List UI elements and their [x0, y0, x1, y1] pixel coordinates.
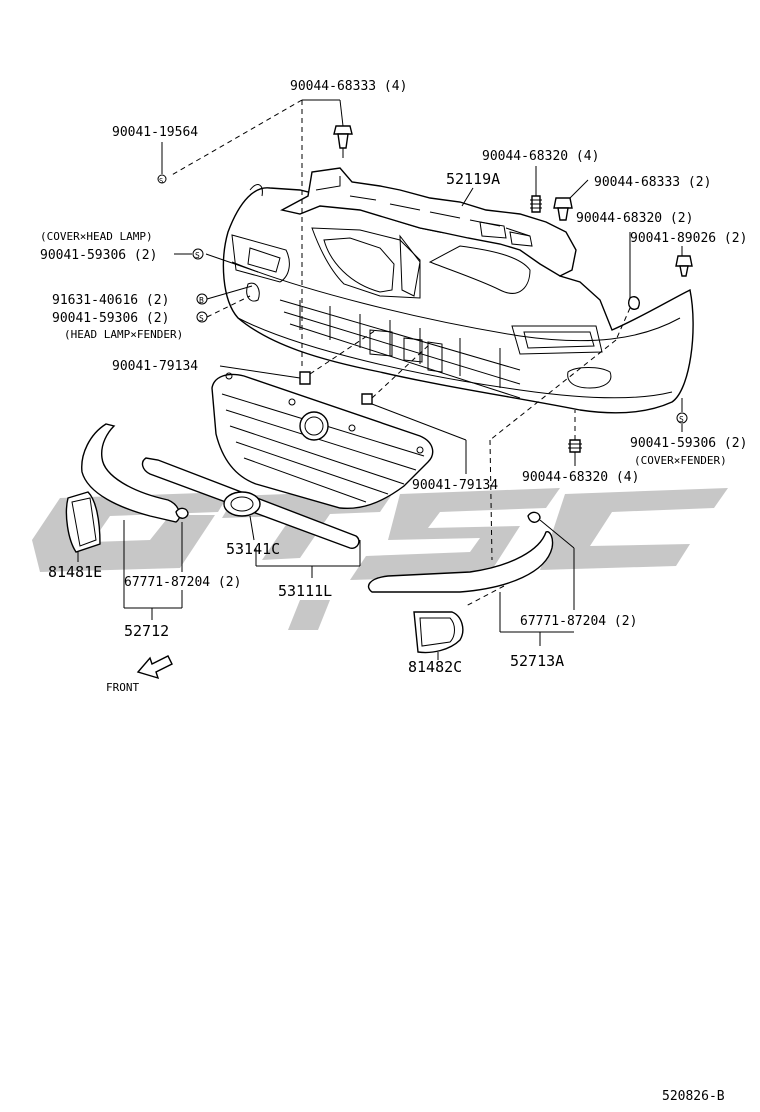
- bumper-molding-right-52713a: [367, 531, 554, 593]
- label-front: FRONT: [106, 681, 139, 694]
- label-90041-59306-2-a: 90041-59306 (2): [40, 248, 157, 263]
- label-90041-89026-2: 90041-89026 (2): [630, 231, 747, 246]
- note-head-lamp-fender: (HEAD LAMP×FENDER): [64, 328, 183, 341]
- leader-lines: [77, 99, 683, 660]
- fasteners: [157, 125, 693, 523]
- note-cover-fender: (COVER×FENDER): [634, 454, 727, 467]
- bumper-reinforcement-52119a: [280, 167, 577, 297]
- part-labels: 90044-68333 (4) 90041-19564 90044-68320 …: [40, 79, 747, 1104]
- diagram-id: 520826-B: [662, 1089, 725, 1104]
- label-67771-87204-2-b: 67771-87204 (2): [520, 614, 637, 629]
- reflector-left-81481e: [65, 491, 101, 553]
- label-53111l: 53111L: [278, 582, 332, 600]
- label-90044-68320-4-bot: 90044-68320 (4): [522, 470, 639, 485]
- label-90044-68333-2: 90044-68333 (2): [594, 175, 711, 190]
- label-90044-68333-4: 90044-68333 (4): [290, 79, 407, 94]
- front-direction-arrow-icon: [136, 655, 173, 680]
- symbol-s-icon: S: [195, 251, 200, 260]
- label-81482c: 81482C: [408, 658, 462, 676]
- radiator-grille-53111l: [211, 372, 434, 510]
- label-81481e: 81481E: [48, 563, 102, 581]
- label-52713a: 52713A: [510, 652, 564, 670]
- symbol-b-icon: B: [199, 296, 204, 305]
- grille-molding-53141c: [141, 457, 360, 549]
- note-cover-head-lamp: (COVER×HEAD LAMP): [40, 230, 153, 243]
- label-90041-59306-2-b: 90041-59306 (2): [52, 311, 169, 326]
- label-90041-19564: 90041-19564: [112, 125, 198, 140]
- label-52119a: 52119A: [446, 170, 500, 188]
- label-90041-79134-a: 90041-79134: [112, 359, 198, 374]
- label-91631-40616-2: 91631-40616 (2): [52, 293, 169, 308]
- symbol-s-icon: S: [199, 314, 204, 323]
- reflector-right-81482c: [413, 611, 464, 654]
- symbol-s-icon: S: [679, 415, 684, 424]
- label-52712: 52712: [124, 622, 169, 640]
- label-90041-79134-b: 90041-79134: [412, 478, 498, 493]
- symbol-s-icon: S: [159, 177, 163, 185]
- label-67771-87204-2-a: 67771-87204 (2): [124, 575, 241, 590]
- label-90044-68320-2: 90044-68320 (2): [576, 211, 693, 226]
- fastener-symbols: S S B S S: [159, 177, 684, 424]
- label-53141c: 53141C: [226, 540, 280, 558]
- label-90041-59306-2-c: 90041-59306 (2): [630, 436, 747, 451]
- label-90044-68320-4-top: 90044-68320 (4): [482, 149, 599, 164]
